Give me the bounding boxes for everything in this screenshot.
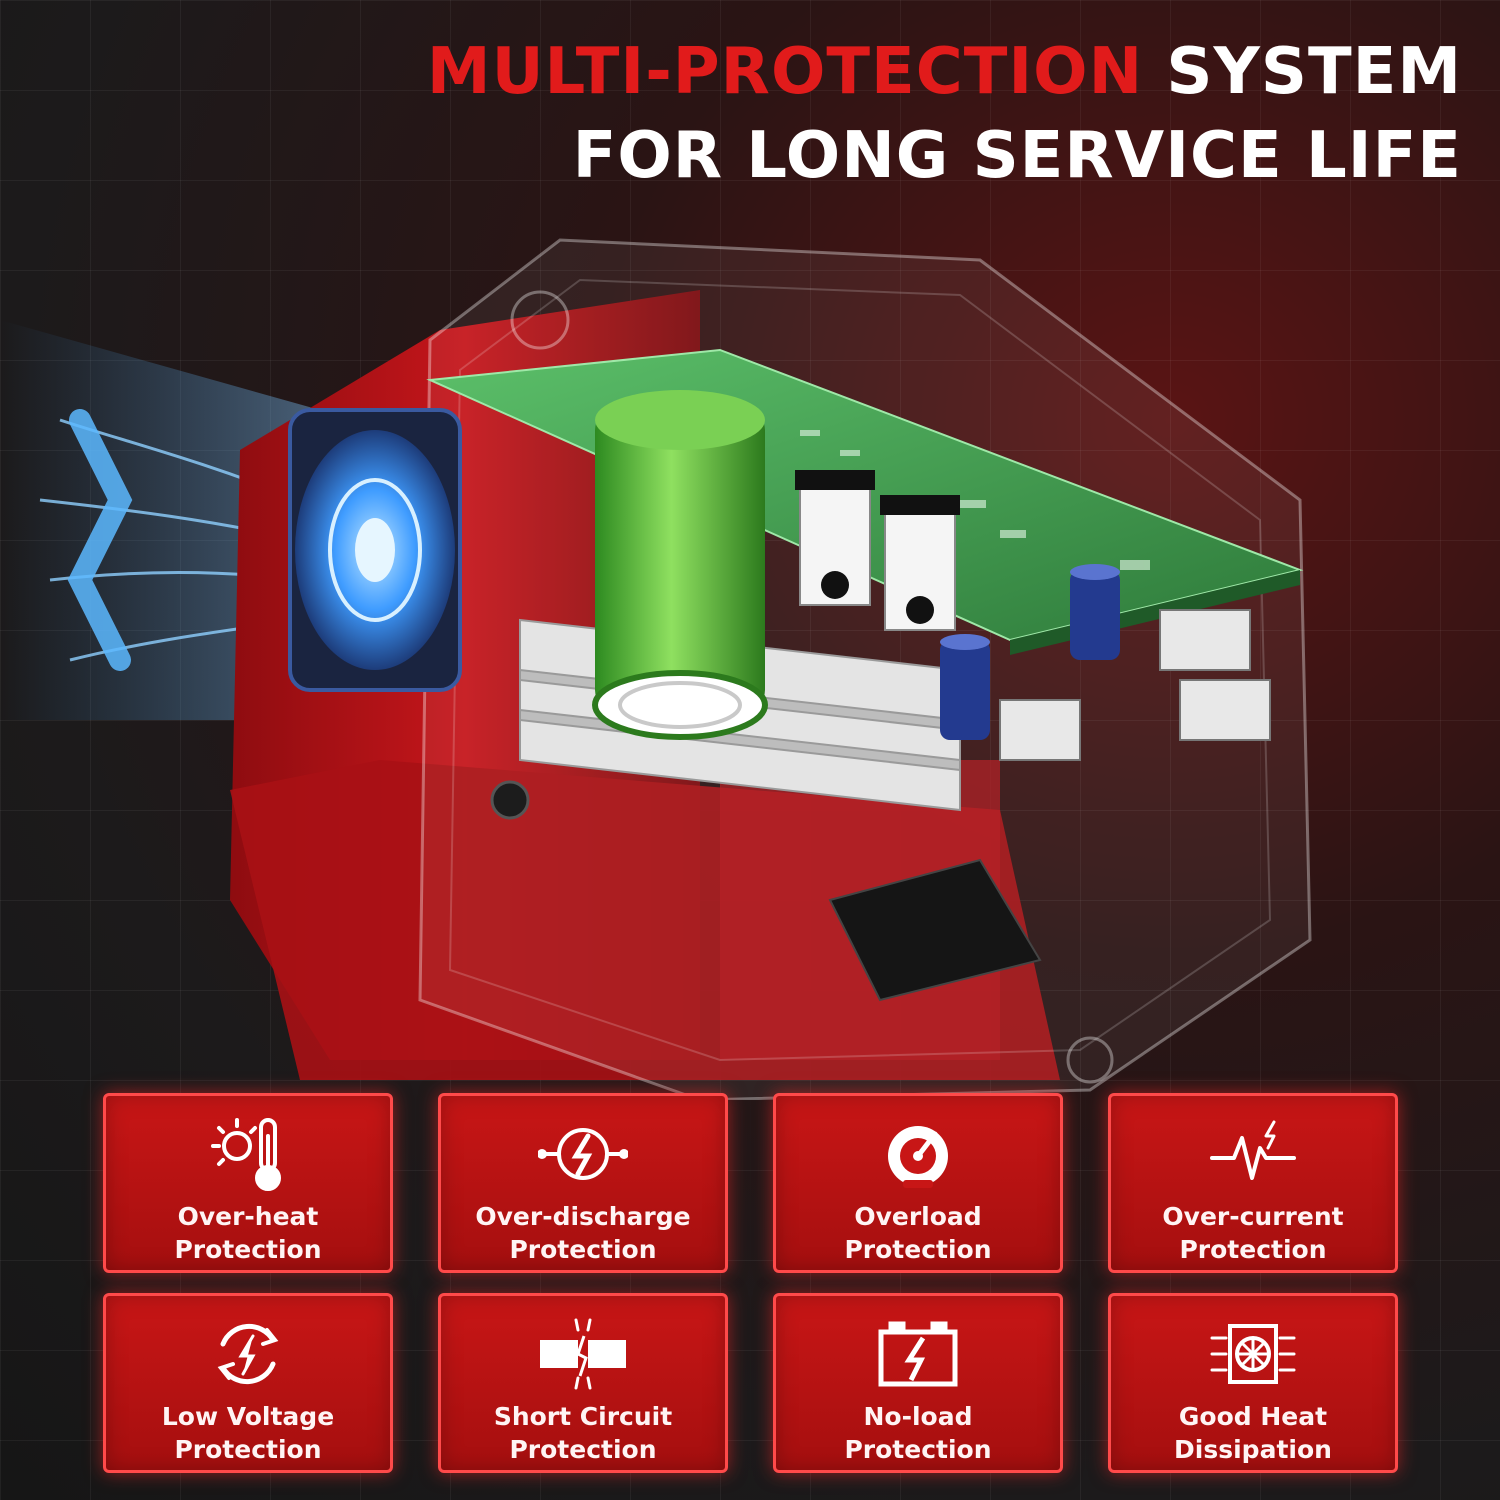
feature-label-line-1: Over-discharge <box>475 1202 691 1231</box>
headline-line-1: MULTI-PROTECTION SYSTEM <box>427 30 1462 114</box>
feature-card-overload: Overload Protection <box>773 1093 1063 1273</box>
fan-chip-icon <box>1210 1324 1296 1384</box>
feature-label: Good Heat Dissipation <box>1111 1400 1395 1466</box>
feature-label: Low Voltage Protection <box>106 1400 390 1466</box>
feature-label: Over-heat Protection <box>106 1200 390 1266</box>
feature-label: Over-discharge Protection <box>441 1200 725 1266</box>
broken-wire-icon <box>540 1318 626 1390</box>
feature-label-line-2: Protection <box>844 1435 992 1464</box>
circular-bolt-icon <box>217 1323 279 1385</box>
inverter-cutaway-illustration <box>0 238 1312 1100</box>
feature-card-low-voltage: Low Voltage Protection <box>103 1293 393 1473</box>
feature-card-over-discharge: Over-discharge Protection <box>438 1093 728 1273</box>
battery-bolt-icon <box>878 1321 958 1387</box>
feature-label: Short Circuit Protection <box>441 1400 725 1466</box>
thermometer-sun-icon <box>211 1118 281 1191</box>
pulse-spark-icon <box>1210 1120 1296 1180</box>
feature-label-line-1: No-load <box>863 1402 973 1431</box>
feature-card-no-load: No-load Protection <box>773 1293 1063 1473</box>
feature-label-line-1: Overload <box>854 1202 982 1231</box>
feature-label-line-1: Good Heat <box>1178 1402 1328 1431</box>
feature-label-line-1: Over-current <box>1162 1202 1344 1231</box>
feature-label-line-2: Protection <box>509 1235 657 1264</box>
feature-card-short-circuit: Short Circuit Protection <box>438 1293 728 1473</box>
feature-card-over-heat: Over-heat Protection <box>103 1093 393 1273</box>
features-grid: Over-heat Protection Over-discharge Prot… <box>100 1090 1400 1475</box>
feature-label-line-2: Dissipation <box>1174 1435 1332 1464</box>
feature-label-line-2: Protection <box>174 1435 322 1464</box>
headline-rest: SYSTEM <box>1143 35 1462 109</box>
feature-label-line-1: Short Circuit <box>493 1402 673 1431</box>
feature-label-line-1: Low Voltage <box>161 1402 335 1431</box>
feature-label-line-2: Protection <box>509 1435 657 1464</box>
feature-label-line-2: Protection <box>174 1235 322 1264</box>
feature-label-line-2: Protection <box>844 1235 992 1264</box>
feature-card-heat-dissipation: Good Heat Dissipation <box>1108 1293 1398 1473</box>
feature-card-over-current: Over-current Protection <box>1108 1093 1398 1273</box>
feature-label: Overload Protection <box>776 1200 1060 1266</box>
feature-label: No-load Protection <box>776 1400 1060 1466</box>
feature-label-line-2: Protection <box>1179 1235 1327 1264</box>
feature-label-line-1: Over-heat <box>177 1202 319 1231</box>
discharge-bolt-icon <box>538 1128 628 1180</box>
headline: MULTI-PROTECTION SYSTEM FOR LONG SERVICE… <box>427 30 1462 198</box>
feature-label: Over-current Protection <box>1111 1200 1395 1266</box>
headline-line-2: FOR LONG SERVICE LIFE <box>572 119 1462 193</box>
gauge-icon <box>888 1126 948 1188</box>
headline-highlight: MULTI-PROTECTION <box>426 35 1144 109</box>
